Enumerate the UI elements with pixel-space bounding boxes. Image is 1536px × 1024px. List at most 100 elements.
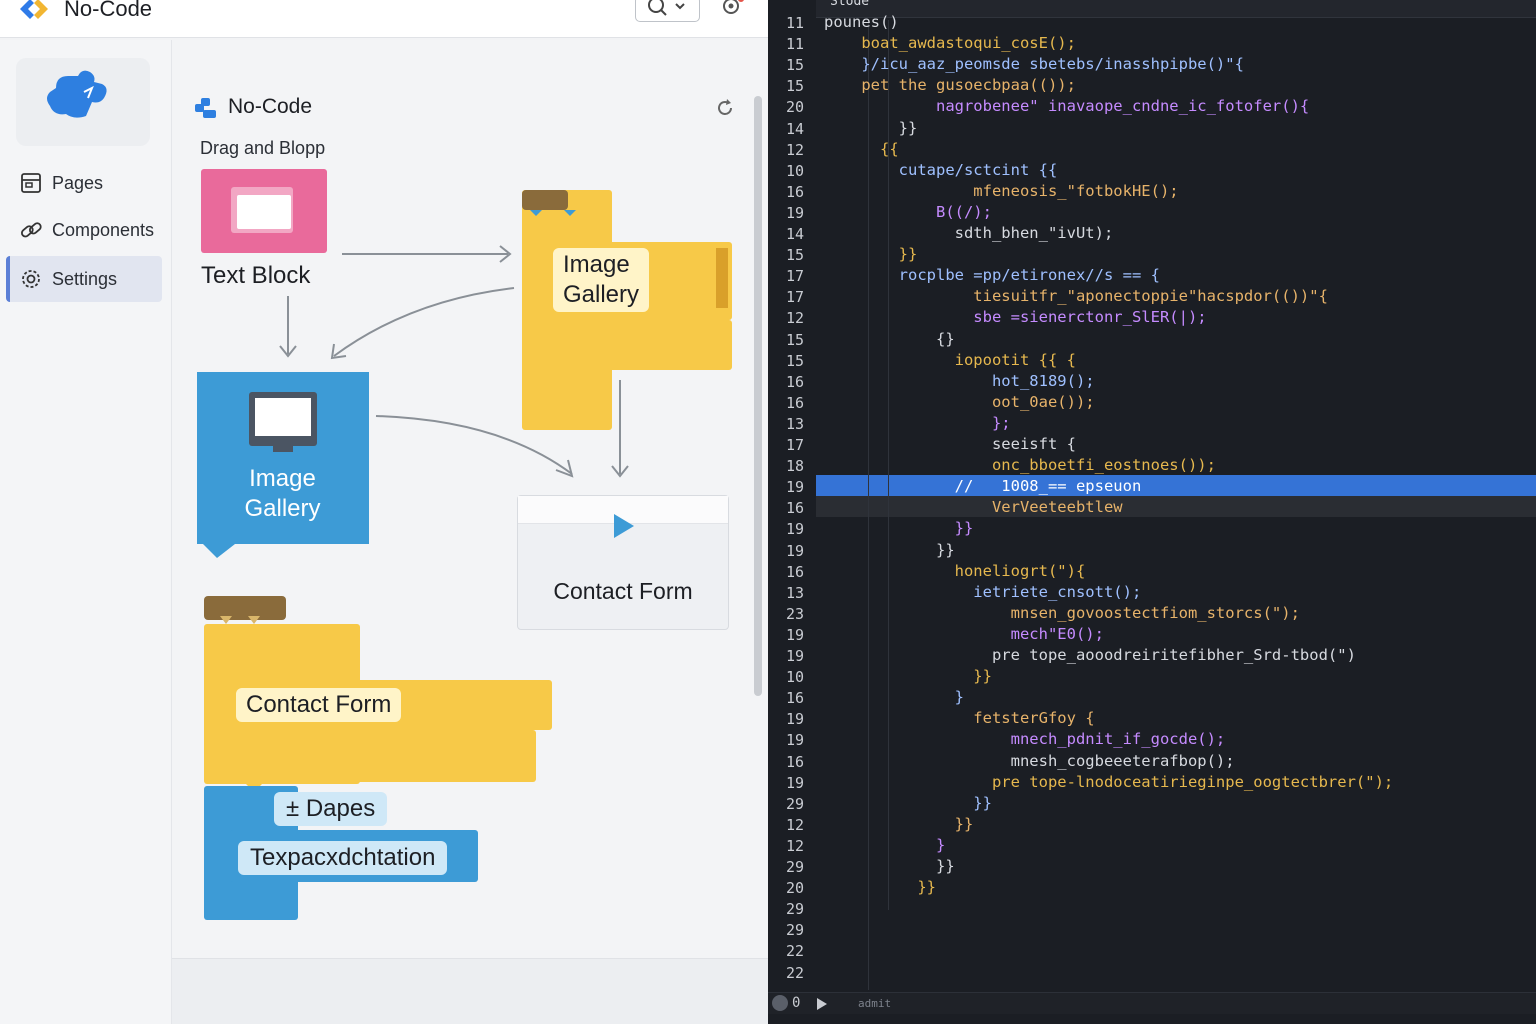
- code-line[interactable]: }}: [824, 857, 955, 875]
- code-line[interactable]: hot_8189();: [824, 371, 1095, 390]
- status-line-number: 0: [792, 995, 801, 1011]
- line-number: 19: [785, 203, 804, 222]
- sidebar-item-label: Settings: [52, 268, 118, 289]
- code-line[interactable]: pounes(): [824, 13, 899, 31]
- puzzle-logo-icon: [47, 70, 107, 118]
- code-line[interactable]: pet the gusoecbpaa(());: [824, 76, 1076, 95]
- code-line[interactable]: nagrobenee" inavaope_cndne_ic_fotofer(){: [824, 97, 1310, 116]
- line-number: 22: [785, 963, 804, 982]
- code-line[interactable]: fetsterGfoy {: [824, 709, 1095, 728]
- line-number: 16: [785, 752, 804, 771]
- line-number: 16: [785, 499, 804, 518]
- code-line[interactable]: seeisft {: [824, 435, 1076, 453]
- code-line[interactable]: sdth_bhen_"ivUt);: [824, 224, 1114, 242]
- code-line[interactable]: }/icu_aaz_peomsde sbetebs/inasshpipbe()"…: [824, 55, 1244, 74]
- canvas-scrollbar[interactable]: [754, 96, 762, 696]
- contact-form-card-label: Contact Form: [553, 578, 693, 604]
- line-number: 20: [785, 879, 804, 898]
- code-line[interactable]: onc_bboetfi_eostnoes());: [824, 456, 1216, 475]
- code-line[interactable]: mfeneosis_"fotbokHE();: [824, 181, 1179, 200]
- code-line[interactable]: honeliogrt("){: [824, 561, 1086, 580]
- line-number: 16: [785, 182, 804, 201]
- code-line[interactable]: pre tope-lnodoceatirieginpe_oogtectbrer(…: [824, 772, 1394, 791]
- code-line[interactable]: {}: [824, 329, 955, 348]
- sidebar-item-label: Pages: [52, 172, 104, 193]
- status-text: admit: [858, 997, 892, 1010]
- line-number: 15: [785, 56, 804, 75]
- code-line[interactable]: tiesuitfr_"aponectoppie"hacspdor(())"{: [824, 287, 1328, 306]
- line-number: 29: [785, 921, 804, 940]
- line-number: 12: [785, 140, 804, 159]
- code-line[interactable]: }}: [824, 878, 936, 897]
- project-avatar[interactable]: [16, 58, 150, 146]
- flow-arrows: [279, 245, 629, 478]
- code-line[interactable]: boat_awdastoqui_cosE();: [824, 34, 1076, 53]
- line-number: 16: [785, 562, 804, 581]
- no-code-editor: No-Code Pages: [0, 0, 768, 1024]
- contact-form-card[interactable]: Contact Form: [517, 495, 729, 630]
- line-number: 10: [785, 161, 804, 180]
- contact-form-stack[interactable]: [200, 590, 556, 930]
- code-line[interactable]: }}: [824, 540, 955, 559]
- line-number: 29: [785, 900, 804, 919]
- line-number: 18: [785, 457, 804, 476]
- code-line[interactable]: mech"E0();: [824, 624, 1104, 643]
- code-line[interactable]: cutape/sctcint {{: [824, 160, 1058, 179]
- status-circle-icon: [772, 995, 788, 1011]
- code-line[interactable]: // 1008_== epseuon: [824, 477, 1142, 496]
- sidebar-item-settings[interactable]: Settings: [6, 256, 162, 302]
- code-line[interactable]: B((/);: [824, 202, 992, 221]
- no-code-logo-icon: [195, 98, 216, 118]
- editor-status-bar: 0 admit: [768, 992, 1536, 1014]
- code-line[interactable]: }}: [824, 793, 992, 812]
- line-number: 13: [785, 583, 804, 602]
- top-bar: No-Code: [0, 0, 768, 38]
- line-number: 17: [785, 267, 804, 286]
- refresh-icon[interactable]: [714, 97, 736, 119]
- line-number: 15: [785, 246, 804, 265]
- code-line[interactable]: VerVeeteebtlew: [824, 498, 1123, 517]
- code-line[interactable]: sbe =sienerctonr_SlER(|);: [824, 308, 1207, 327]
- gear-icon: [22, 270, 40, 288]
- editor-tab-label[interactable]: Stode: [830, 0, 870, 9]
- code-line[interactable]: mnesh_cogbeeeterafbop();: [824, 751, 1235, 770]
- search-dropdown-button[interactable]: [635, 0, 700, 22]
- editor-tab-bar: Stode: [768, 0, 1536, 18]
- code-line[interactable]: {{: [824, 139, 899, 158]
- code-line[interactable]: }}: [824, 667, 992, 686]
- image-gallery-blue-line2: Gallery: [244, 495, 321, 522]
- text-block[interactable]: [201, 169, 327, 253]
- line-number: 12: [785, 815, 804, 834]
- code-line[interactable]: pre tope_aooodreiritefibher_Srd-tbod("): [824, 646, 1356, 664]
- code-line[interactable]: }: [824, 688, 964, 707]
- sidebar-item-pages[interactable]: Pages: [6, 160, 162, 206]
- line-number: 23: [785, 604, 804, 623]
- image-gallery-blue-block[interactable]: [195, 370, 371, 560]
- line-number: 19: [785, 731, 804, 750]
- code-line[interactable]: oot_0ae());: [824, 392, 1095, 411]
- line-number: 10: [785, 668, 804, 687]
- code-line[interactable]: };: [824, 413, 1011, 432]
- search-icon: [648, 0, 685, 16]
- line-number: 15: [785, 330, 804, 349]
- code-line[interactable]: iopootit {{ {: [824, 350, 1076, 369]
- line-number: 12: [785, 309, 804, 328]
- sidebar-item-components[interactable]: Components: [6, 207, 162, 253]
- code-line[interactable]: ietriete_cnsott();: [824, 582, 1142, 601]
- settings-gear-icon[interactable]: [718, 0, 746, 22]
- code-line[interactable]: mnech_pdnit_if_gocde();: [824, 730, 1226, 749]
- code-line[interactable]: }}: [824, 814, 974, 833]
- code-line[interactable]: }: [824, 835, 946, 854]
- code-line[interactable]: }}: [824, 519, 974, 538]
- line-number: 19: [785, 647, 804, 665]
- run-icon[interactable]: [816, 997, 828, 1011]
- image-gallery-blue-label: Image Gallery: [196, 464, 369, 524]
- code-line[interactable]: }}: [824, 118, 918, 137]
- contact-form-stack-label: Contact Form: [236, 688, 402, 722]
- line-number: 13: [785, 414, 804, 433]
- window-icon: [231, 187, 293, 233]
- code-line[interactable]: rocplbe =pp/etironex//s == {: [824, 266, 1160, 285]
- code-line[interactable]: }}: [824, 245, 918, 264]
- code-line[interactable]: mnsen_govoostectfiom_storcs(");: [824, 603, 1300, 622]
